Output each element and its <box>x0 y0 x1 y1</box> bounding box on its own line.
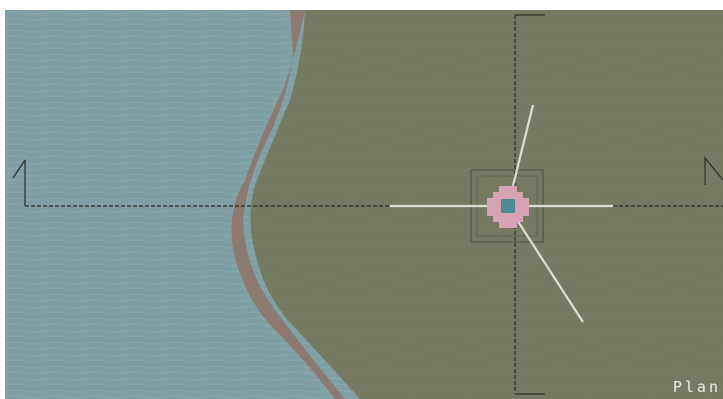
shoreline <box>231 10 360 399</box>
plan-viewport[interactable]: Plan <box>5 10 723 399</box>
view-name-label: Plan <box>672 378 721 396</box>
transform-gizmo-icon[interactable] <box>390 104 613 323</box>
terrain-scene <box>5 10 723 399</box>
section-marker-icon[interactable] <box>704 156 723 185</box>
section-marker-icon[interactable] <box>12 159 26 206</box>
terrain-contours <box>250 10 723 399</box>
